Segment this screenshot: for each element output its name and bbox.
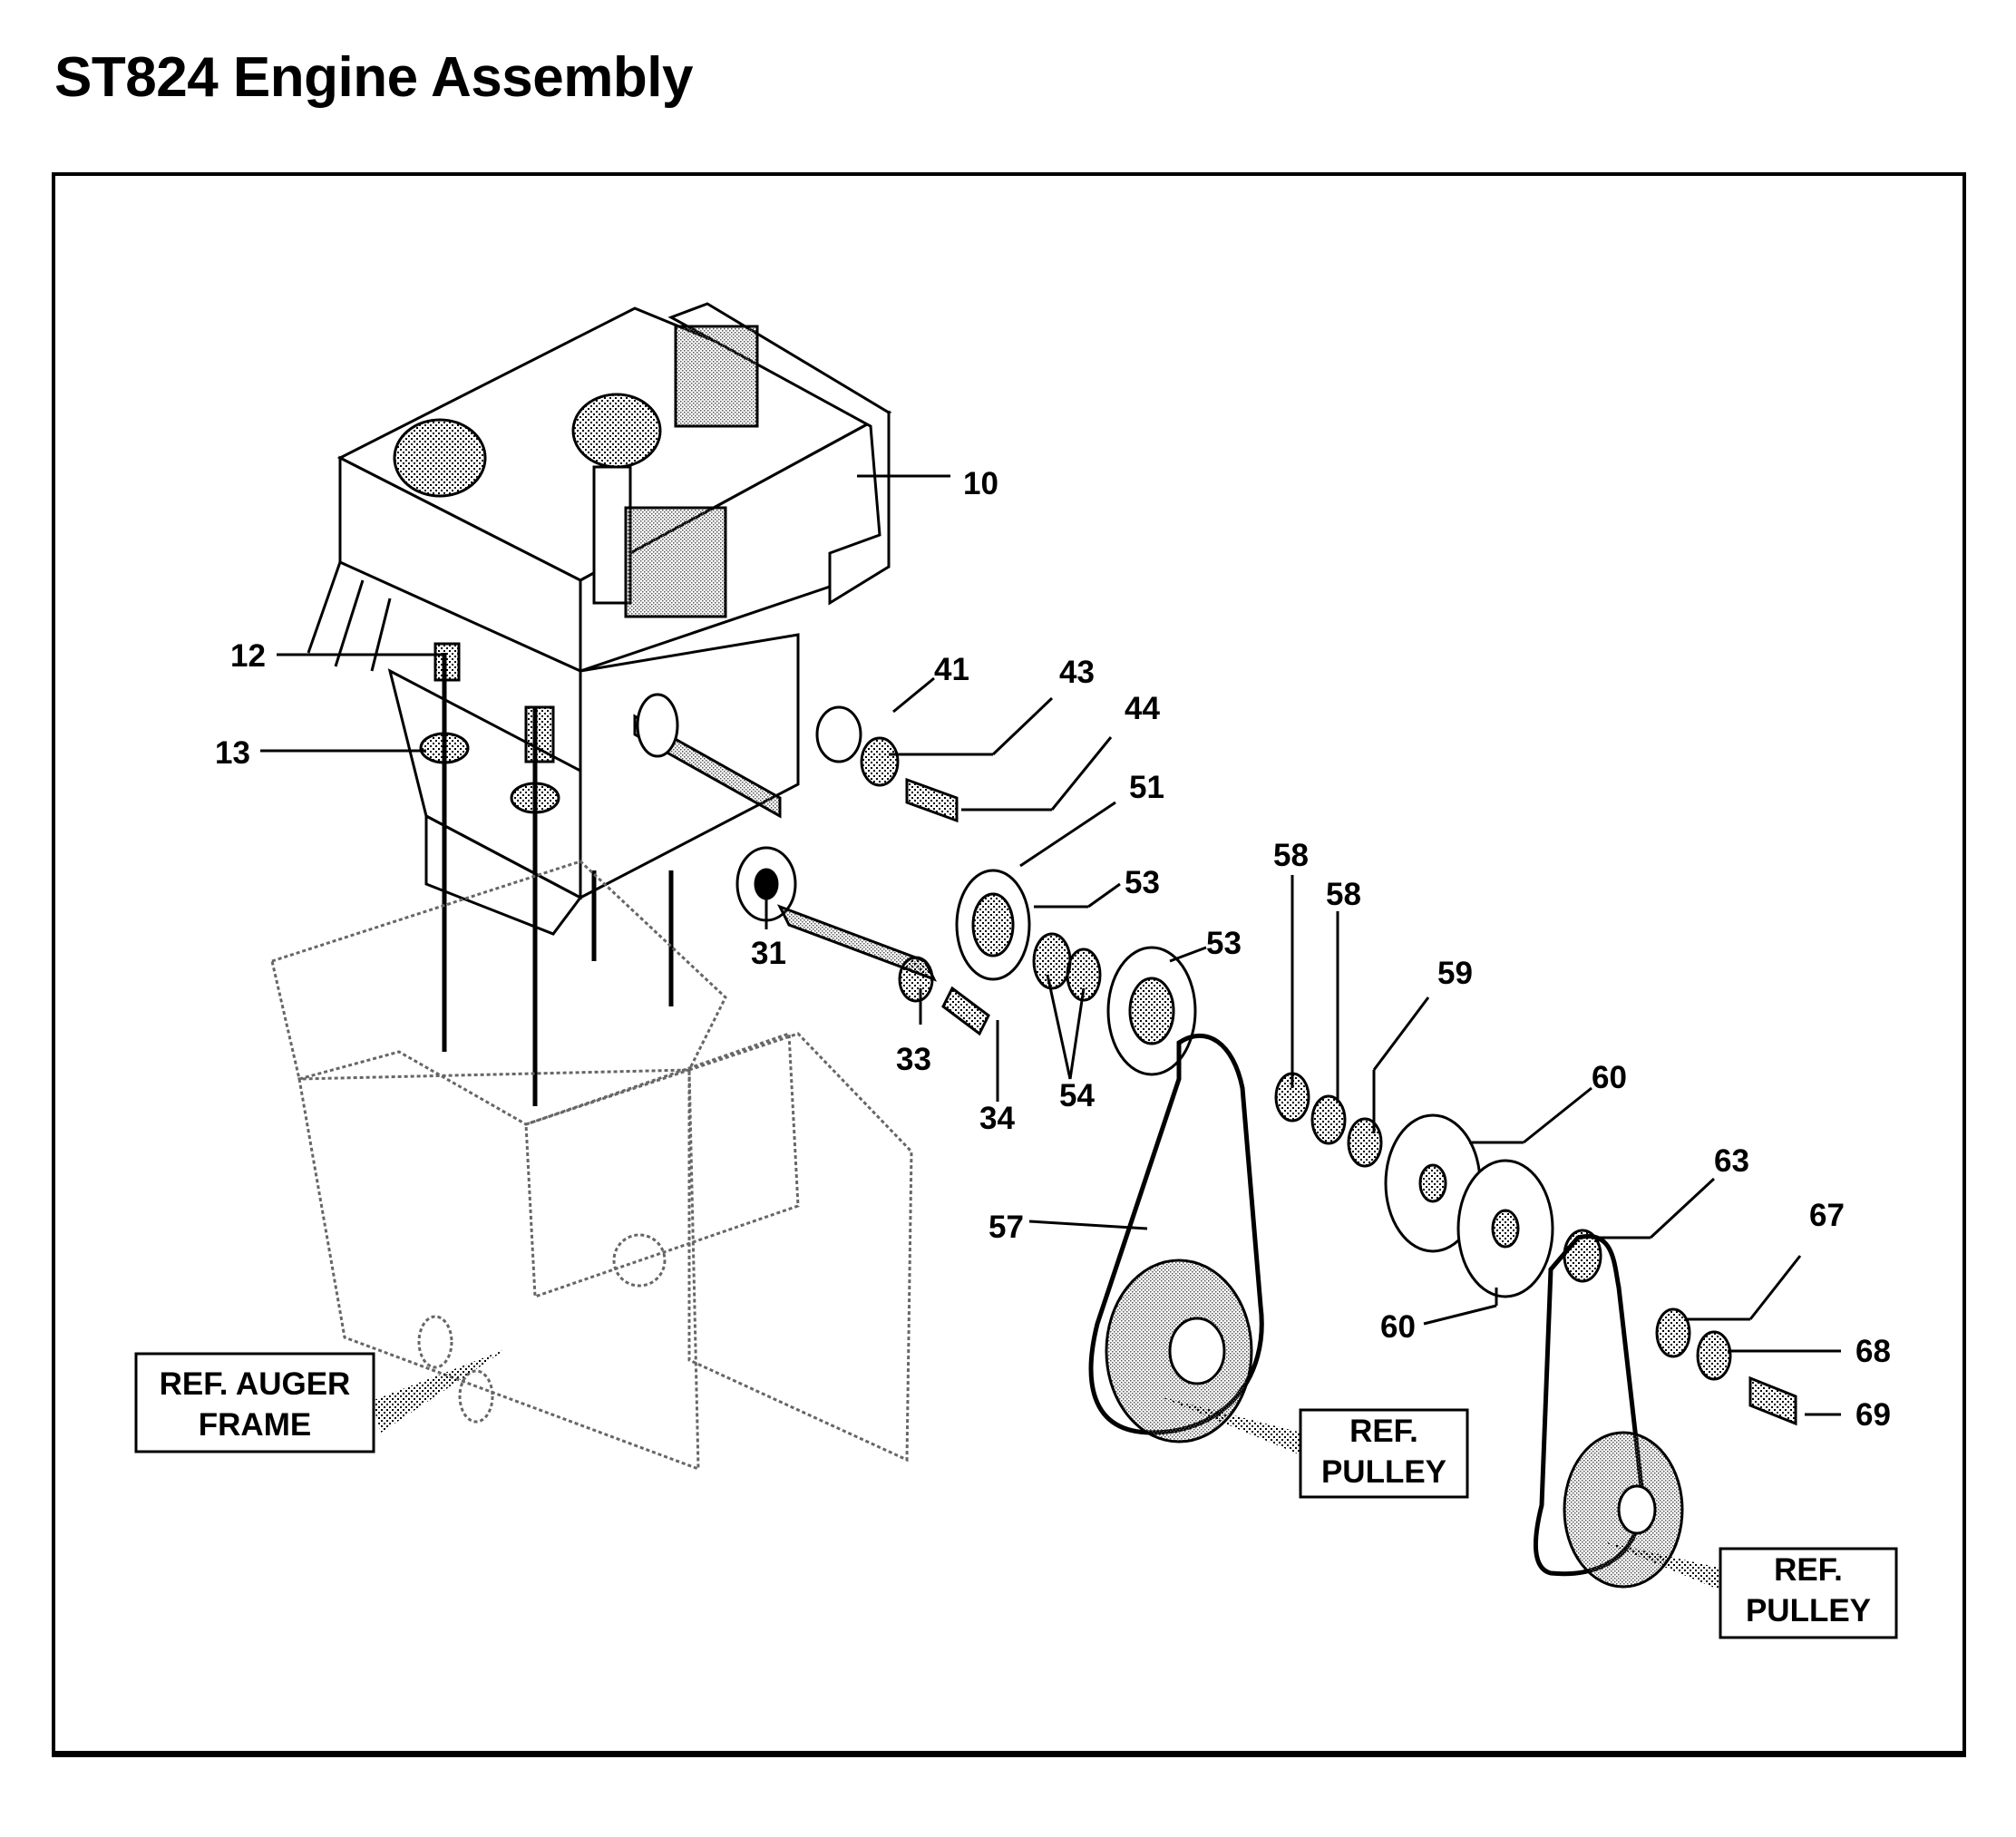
callout-67: 67 bbox=[1809, 1198, 1845, 1233]
callout-60b: 60 bbox=[1380, 1309, 1416, 1345]
callout-63: 63 bbox=[1714, 1143, 1749, 1179]
auger-frame bbox=[270, 860, 913, 1472]
engine bbox=[307, 302, 892, 1106]
callout-54: 54 bbox=[1059, 1078, 1095, 1113]
page-title: ST824 Engine Assembly bbox=[54, 46, 693, 109]
ref-pulley-2-line2: PULLEY bbox=[1746, 1593, 1871, 1628]
callout-43: 43 bbox=[1059, 655, 1095, 690]
callout-44: 44 bbox=[1125, 691, 1160, 726]
callout-13: 13 bbox=[215, 735, 250, 771]
callout-69: 69 bbox=[1855, 1397, 1891, 1433]
ref-arrows bbox=[372, 1349, 1723, 1591]
shaft-hardware bbox=[735, 705, 999, 1102]
callout-53b: 53 bbox=[1206, 926, 1242, 961]
callout-59: 59 bbox=[1437, 956, 1473, 991]
callout-33: 33 bbox=[896, 1042, 931, 1077]
ref-pulley-1-line1: REF. bbox=[1349, 1414, 1418, 1449]
callout-68: 68 bbox=[1855, 1334, 1891, 1369]
callout-34: 34 bbox=[979, 1101, 1015, 1136]
clutch-pulleys bbox=[955, 869, 1197, 1076]
callout-58b: 58 bbox=[1326, 877, 1361, 912]
diagram-frame bbox=[52, 172, 1966, 1757]
callout-58a: 58 bbox=[1273, 838, 1309, 873]
ref-pulley-1-line2: PULLEY bbox=[1321, 1454, 1446, 1490]
callout-12: 12 bbox=[230, 638, 266, 674]
ref-pulley-2-line1: REF. bbox=[1774, 1552, 1843, 1588]
callout-31: 31 bbox=[751, 936, 786, 971]
ref-boxes bbox=[134, 1352, 1898, 1639]
callout-10: 10 bbox=[963, 466, 998, 501]
drive-pulleys bbox=[1105, 1072, 1797, 1589]
ref-auger-frame-line1: REF. AUGER bbox=[160, 1366, 351, 1402]
leader-lines bbox=[260, 474, 1841, 1416]
callout-51: 51 bbox=[1129, 770, 1164, 805]
callout-53a: 53 bbox=[1125, 865, 1160, 900]
callout-41: 41 bbox=[934, 652, 969, 687]
ref-auger-frame-line2: FRAME bbox=[199, 1407, 311, 1443]
callout-57: 57 bbox=[989, 1210, 1024, 1245]
callout-60a: 60 bbox=[1592, 1060, 1627, 1095]
